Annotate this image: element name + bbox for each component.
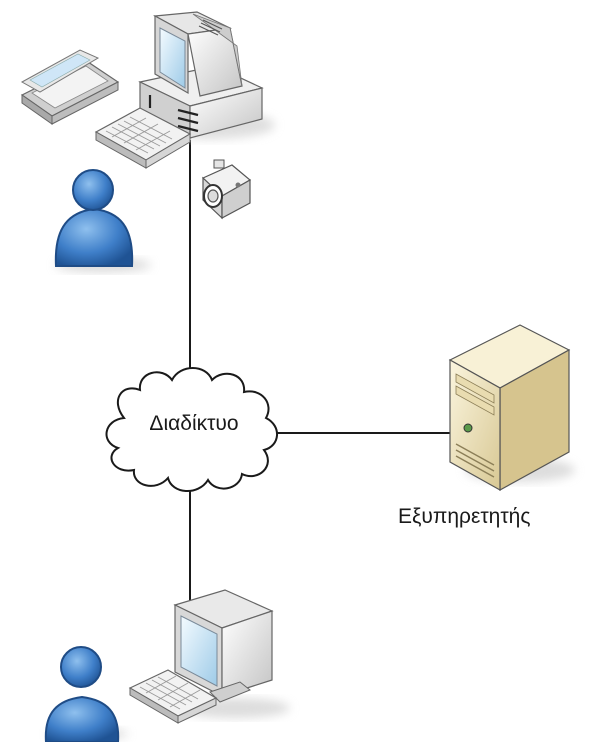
desktop-computer-icon <box>138 11 264 139</box>
tower-server-icon <box>448 324 575 492</box>
internet-cloud-icon <box>105 367 278 492</box>
bottom-workstation <box>44 589 290 742</box>
monitor-icon <box>173 589 274 703</box>
user-icon <box>54 169 151 272</box>
internet-label: Διαδίκτυο <box>149 412 239 435</box>
keyboard-icon <box>94 107 192 169</box>
user-icon <box>44 646 128 742</box>
camera-icon <box>201 159 252 220</box>
server-label: Εξυπηρετητής <box>398 505 531 528</box>
connection-lines <box>189 140 450 602</box>
scanner-icon <box>20 49 120 125</box>
top-workstation <box>20 11 275 272</box>
keyboard-icon <box>128 669 218 724</box>
